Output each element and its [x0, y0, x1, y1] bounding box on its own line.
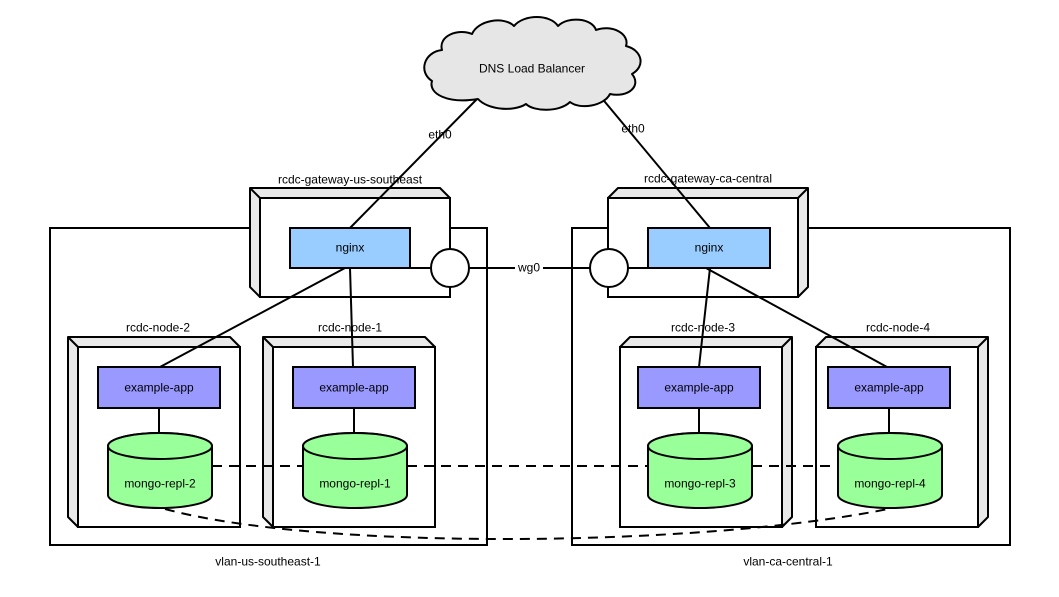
solid-edges	[158, 95, 890, 434]
edge-cloud-gateway-us	[349, 97, 479, 229]
eth0-label-left: eth0	[428, 127, 452, 142]
edge-nginx-app-node1	[349, 267, 354, 368]
db-label-node4: mongo-repl-4	[854, 476, 926, 491]
wg0-interface-circle-us	[430, 248, 470, 288]
node2-title: rcdc-node-2	[125, 320, 191, 335]
app-box-node2	[97, 366, 221, 409]
gateway-ca-title: rcdc-gateway-ca-central	[643, 171, 773, 186]
edge-cloud-gateway-ca	[599, 95, 711, 229]
nginx-label-ca: nginx	[694, 240, 724, 255]
database-cylinder-mongo-repl-1	[302, 432, 408, 509]
edge-nginx-app-node3	[698, 267, 711, 368]
app-box-node1	[292, 366, 416, 409]
app-label-node3: example-app	[664, 380, 734, 395]
database-cylinder-mongo-repl-3	[647, 432, 753, 509]
nginx-label-us: nginx	[335, 240, 365, 255]
database-cylinder-mongo-repl-2	[107, 432, 213, 509]
app-label-node4: example-app	[854, 380, 924, 395]
edge-nginx-app-node4	[705, 267, 888, 368]
edge-nginx-app-node2	[159, 267, 346, 368]
app-label-node1: example-app	[319, 380, 389, 395]
cloud-shape	[423, 16, 642, 111]
node3-title: rcdc-node-3	[670, 320, 736, 335]
eth0-label-right: eth0	[621, 121, 645, 136]
nginx-box-ca	[647, 227, 771, 269]
vlan-ca-title: vlan-ca-central-1	[743, 554, 833, 569]
vlan-us-title: vlan-us-southeast-1	[215, 554, 321, 569]
app-box-node3	[637, 366, 761, 409]
db-label-node3: mongo-repl-3	[664, 476, 736, 491]
gateway-us-title: rcdc-gateway-us-southeast	[277, 172, 423, 187]
db-label-node1: mongo-repl-1	[319, 476, 391, 491]
edge-repl-2-4-curve	[164, 508, 889, 540]
app-label-node2: example-app	[124, 380, 194, 395]
nginx-box-us	[289, 227, 411, 269]
db-label-node2: mongo-repl-2	[124, 476, 196, 491]
wg0-interface-circle-ca	[589, 248, 629, 288]
wg0-label: wg0	[514, 261, 544, 275]
node4-title: rcdc-node-4	[865, 320, 931, 335]
database-cylinder-mongo-repl-4	[837, 432, 943, 509]
replication-edges	[164, 465, 889, 540]
node1-title: rcdc-node-1	[317, 320, 383, 335]
app-box-node4	[827, 366, 951, 409]
cloud-label: DNS Load Balancer	[478, 61, 586, 76]
